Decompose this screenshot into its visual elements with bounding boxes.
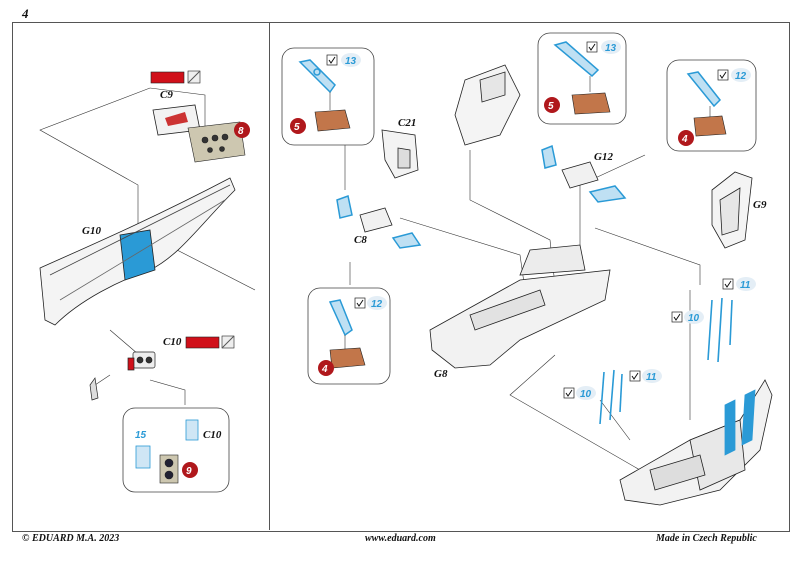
- badge-5b: 5: [544, 97, 560, 113]
- instrument-panel-pe: [187, 121, 246, 163]
- checkbox-11a: [722, 278, 734, 290]
- seat-pad-4b: [693, 115, 727, 137]
- c8-part: [359, 207, 393, 233]
- num-11a: 11: [740, 280, 751, 291]
- badge-9: 9: [182, 462, 198, 478]
- label-c21: C21: [398, 117, 416, 129]
- num-bubble-13a: [341, 53, 361, 67]
- instruction-frame: [12, 22, 790, 532]
- g12-part: [561, 161, 599, 189]
- label-g10: G10: [82, 225, 101, 237]
- num-13b: 13: [605, 43, 617, 54]
- panel-divider: [269, 22, 270, 530]
- num-bubble-12a: [367, 296, 387, 310]
- assembled-seat: [619, 379, 773, 506]
- footer-origin: Made in Czech Republic: [656, 533, 757, 544]
- belt-12a: [328, 299, 353, 337]
- footer-copyright: © EDUARD M.A. 2023: [22, 533, 120, 544]
- seat-pad-5a: [314, 109, 351, 132]
- num-bubble-10b: [576, 386, 596, 400]
- checkbox-13b: [586, 41, 598, 53]
- checkbox-12b: [717, 69, 729, 81]
- c10-paint-swatch: [185, 335, 235, 349]
- detail-box-13: [281, 47, 375, 146]
- num-13a: 13: [345, 56, 357, 67]
- num-15: 15: [135, 430, 147, 441]
- svg-text:5: 5: [548, 101, 554, 112]
- num-bubble-12b: [731, 68, 751, 82]
- label-c8: C8: [354, 234, 367, 246]
- detail-box-c10: [122, 407, 230, 493]
- pe-buckles-g12: [541, 144, 627, 203]
- label-g12: G12: [594, 151, 613, 163]
- num-12a: 12: [371, 299, 383, 310]
- checkbox-12a: [354, 297, 366, 309]
- c21-part: [381, 129, 419, 179]
- belts-10-11b: [599, 369, 623, 425]
- page-number: 4: [22, 6, 29, 21]
- num-bubble-11b: [642, 369, 662, 383]
- g9-part: [711, 171, 753, 249]
- pe-c10-clear: [185, 419, 199, 441]
- num-bubble-11a: [736, 277, 756, 291]
- label-c9: C9: [160, 89, 173, 101]
- c10-panel-detail: [159, 454, 179, 484]
- svg-text:9: 9: [186, 466, 192, 477]
- seat-pad-5b: [571, 92, 611, 115]
- seat-pad-4a: [329, 347, 366, 369]
- seat-back-part: [454, 64, 521, 146]
- num-12b: 12: [735, 71, 747, 82]
- pe-15: [135, 445, 151, 469]
- num-11b: 11: [646, 372, 657, 383]
- g10-cockpit-sill: [39, 177, 236, 326]
- checkbox-10b: [563, 387, 575, 399]
- c10-small-part: [89, 351, 156, 401]
- c9-part: [152, 104, 201, 136]
- svg-text:4: 4: [321, 364, 328, 375]
- checkbox-11b: [629, 370, 641, 382]
- svg-text:8: 8: [238, 126, 244, 137]
- belt-13a: [298, 59, 336, 94]
- footer-website[interactable]: www.eduard.com: [365, 533, 436, 544]
- checkbox-10a: [671, 311, 683, 323]
- badge-5a: 5: [290, 118, 306, 134]
- c9-paint-swatch: [150, 70, 201, 84]
- label-g9: G9: [753, 199, 767, 211]
- num-bubble-13b: [601, 40, 621, 54]
- label-c10-swatch: C10: [163, 336, 182, 348]
- badge-4a: 4: [318, 360, 334, 376]
- detail-box-12b: [666, 59, 757, 152]
- belt-12b: [686, 71, 722, 108]
- svg-text:4: 4: [681, 134, 688, 145]
- num-10a: 10: [688, 313, 700, 324]
- svg-text:5: 5: [294, 122, 300, 133]
- g8-seat-base: [429, 244, 611, 369]
- label-g8: G8: [434, 368, 448, 380]
- num-bubble-10a: [684, 310, 704, 324]
- detail-box-12a: [307, 287, 391, 385]
- badge-4b: 4: [678, 130, 694, 146]
- checkbox-13a: [326, 54, 338, 66]
- badge-8: 8: [234, 122, 250, 138]
- belt-13b: [553, 41, 600, 78]
- belts-10-11a: [707, 297, 733, 363]
- num-10b: 10: [580, 389, 592, 400]
- pe-buckles-c8: [336, 194, 422, 249]
- label-c10-detail: C10: [203, 429, 222, 441]
- assembly-drawing: C9 8 G10 C10: [39, 32, 773, 506]
